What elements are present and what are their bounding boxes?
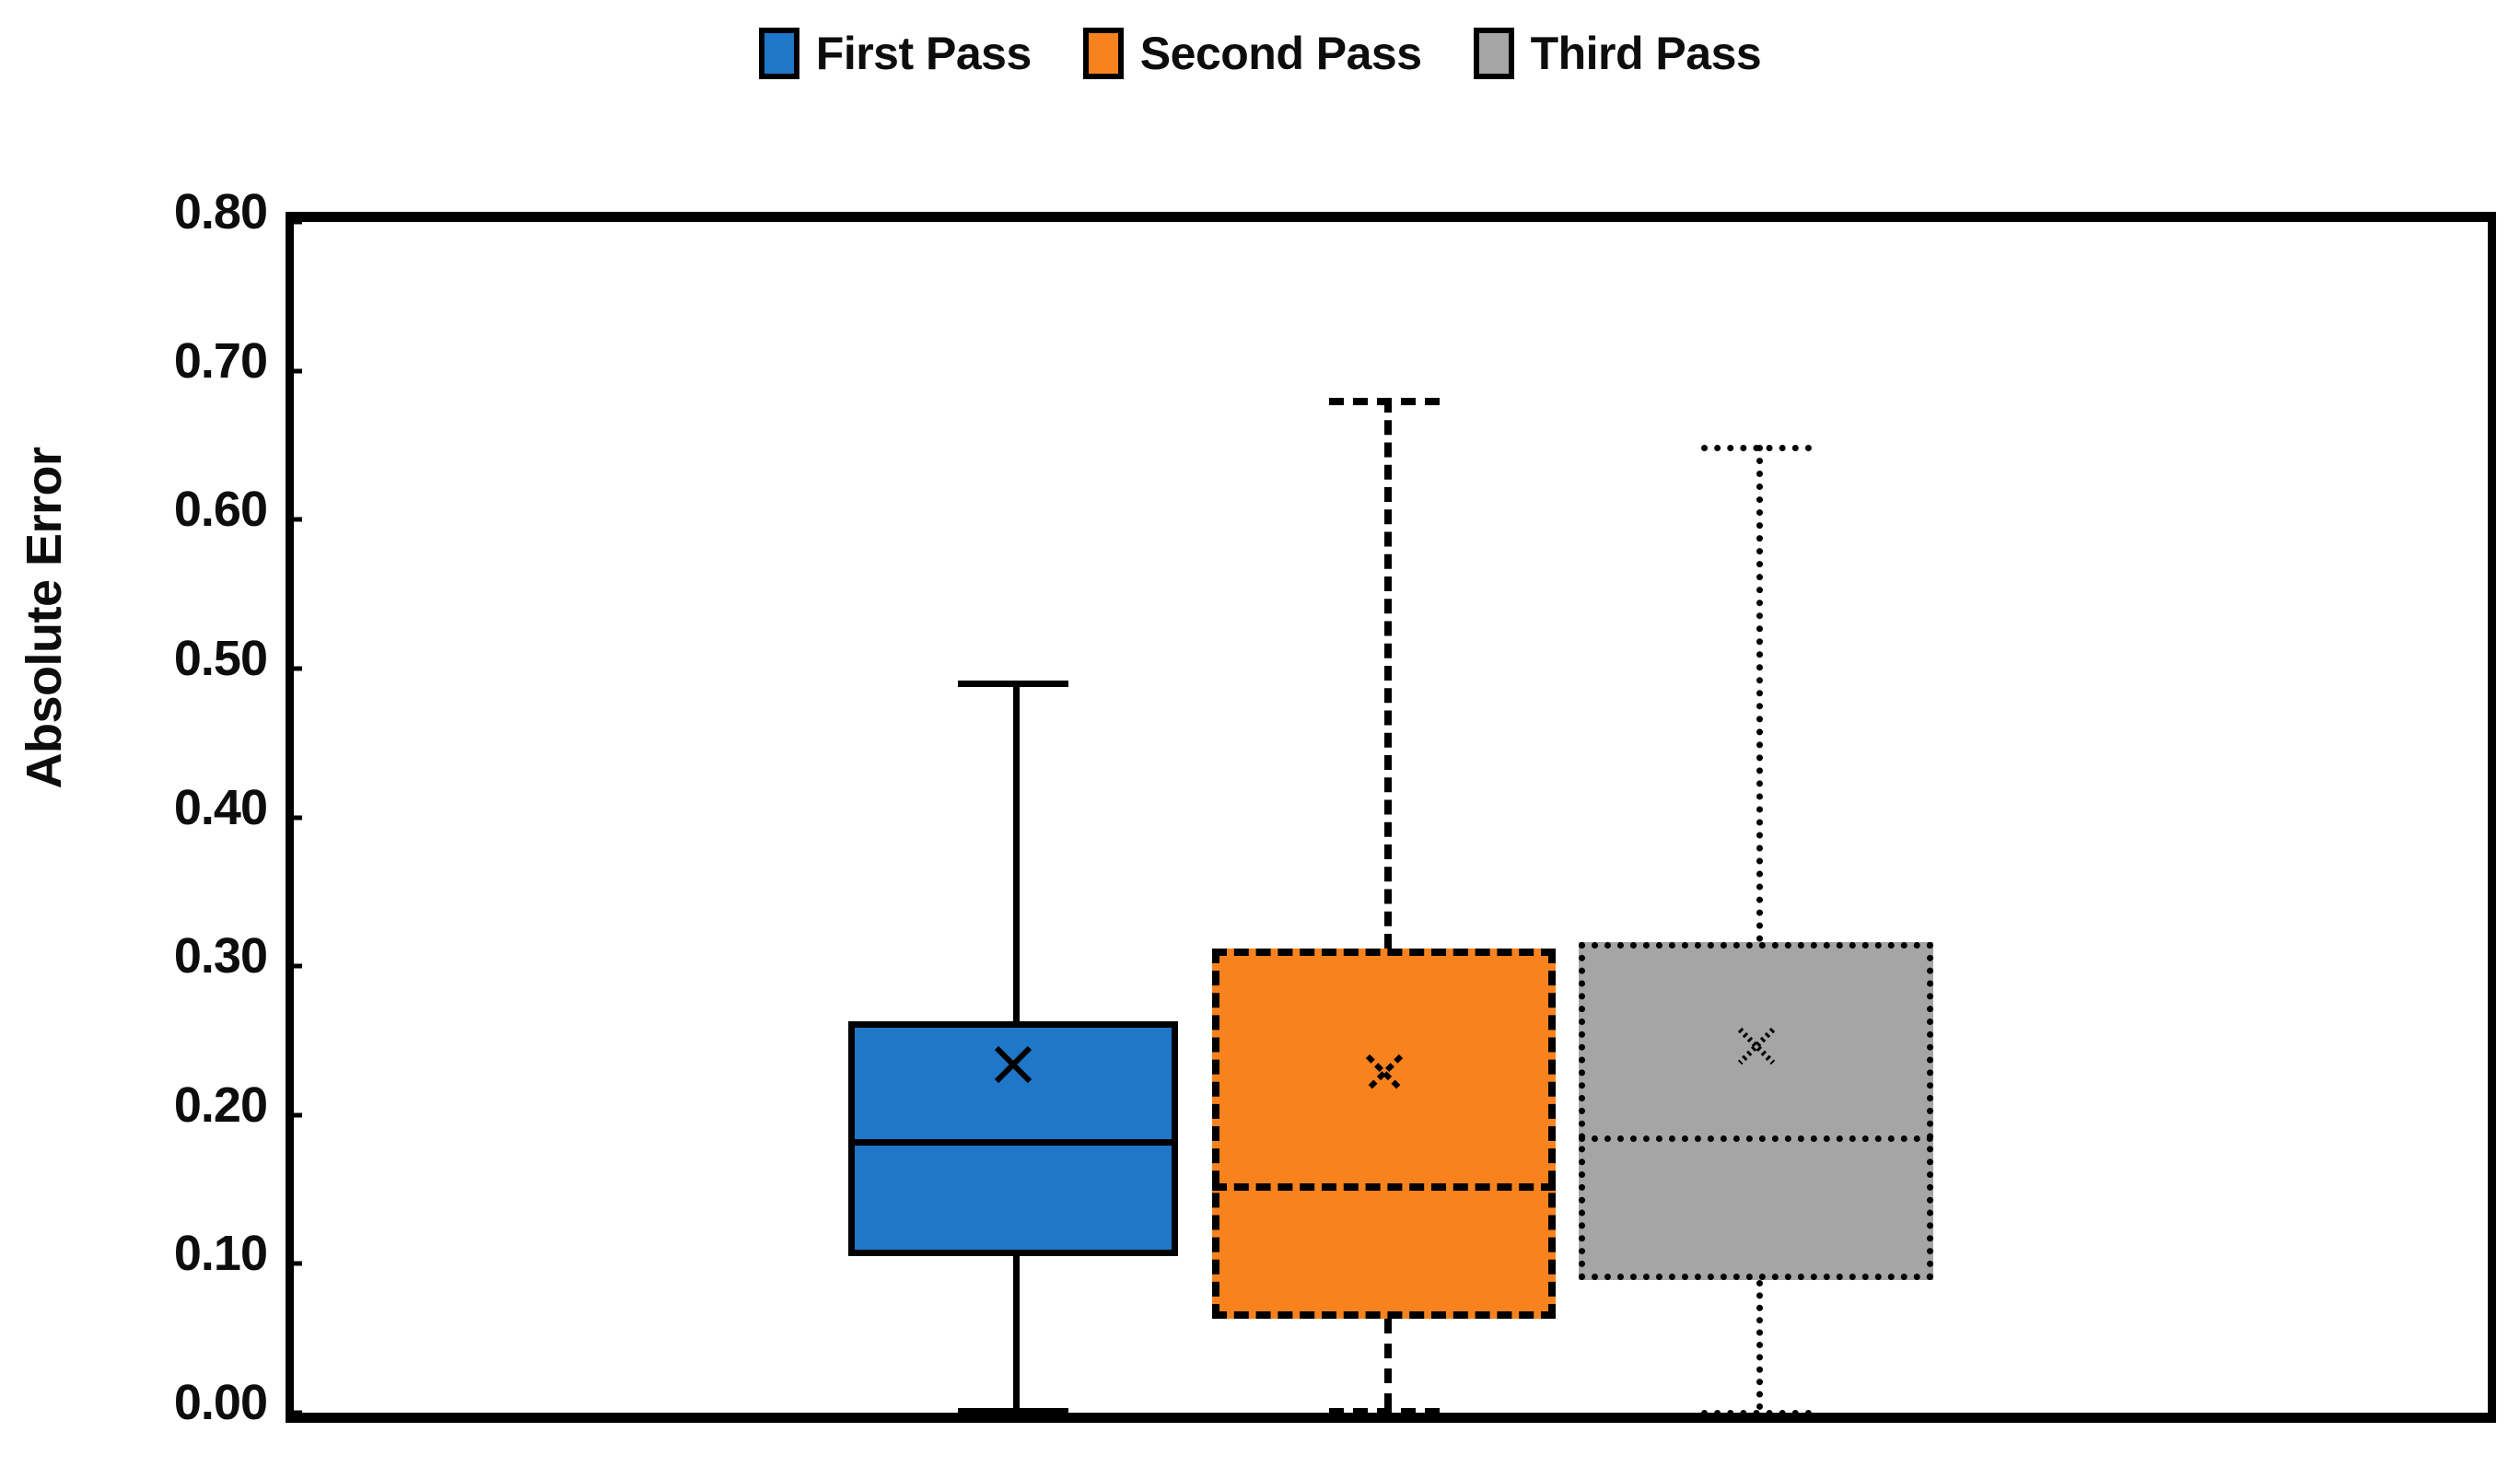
y-tick-label: 0.70 xyxy=(173,332,268,389)
y-axis-title: Absolute Error xyxy=(17,447,72,789)
y-tick-mark xyxy=(286,1410,302,1415)
y-tick-label: 0.40 xyxy=(173,779,268,835)
legend-swatch-second-pass xyxy=(1082,28,1124,79)
y-tick-mark xyxy=(286,219,302,225)
y-tick-label: 0.60 xyxy=(173,482,268,538)
mean-marker-x-icon xyxy=(992,1043,1034,1086)
y-tick-label: 0.00 xyxy=(173,1375,268,1430)
y-axis-tick-labels: 0.80 0.70 0.60 0.50 0.40 0.30 0.20 0.10 0.00 xyxy=(83,0,268,1467)
box-plot-third-pass[interactable] xyxy=(1579,222,1933,1416)
y-tick-label: 0.10 xyxy=(173,1226,268,1282)
legend-label-first-pass: First Pass xyxy=(815,28,1032,79)
whisker-lower-line xyxy=(1383,1319,1392,1409)
whisker-upper-cap xyxy=(1700,445,1812,452)
box-iqr[interactable] xyxy=(1212,948,1556,1320)
whisker-lower-line xyxy=(1756,1280,1763,1410)
mean-marker-x-icon xyxy=(1363,1052,1406,1094)
median-line xyxy=(848,1138,1178,1146)
y-tick-mark xyxy=(286,1261,302,1266)
legend-label-second-pass: Second Pass xyxy=(1139,28,1422,79)
whisker-lower-cap xyxy=(1328,1408,1440,1416)
legend-swatch-first-pass xyxy=(758,28,799,79)
y-tick-label: 0.50 xyxy=(173,630,268,686)
median-line xyxy=(1212,1183,1556,1192)
whisker-upper-cap xyxy=(1328,397,1440,405)
whisker-lower-line xyxy=(1013,1256,1020,1409)
box-iqr[interactable] xyxy=(848,1020,1178,1257)
legend-label-third-pass: Third Pass xyxy=(1530,28,1762,79)
legend-swatch-third-pass xyxy=(1473,28,1514,79)
y-tick-label: 0.20 xyxy=(173,1077,268,1133)
whisker-lower-cap xyxy=(958,1408,1068,1415)
median-line xyxy=(1579,1135,1933,1143)
whisker-upper-cap xyxy=(958,680,1068,687)
y-tick-mark xyxy=(286,368,302,374)
y-tick-mark xyxy=(286,963,302,969)
y-tick-mark xyxy=(286,517,302,522)
y-tick-mark xyxy=(286,666,302,671)
legend-item-second-pass: Second Pass xyxy=(1082,27,1422,80)
mean-marker-x-icon xyxy=(1735,1025,1778,1067)
legend-item-first-pass: First Pass xyxy=(758,27,1032,80)
y-tick-mark xyxy=(286,1112,302,1118)
box-plot-second-pass[interactable] xyxy=(1212,222,1556,1416)
whisker-lower-cap xyxy=(1700,1409,1812,1416)
box-iqr[interactable] xyxy=(1579,942,1933,1281)
box-plot-first-pass[interactable] xyxy=(848,222,1178,1415)
whisker-upper-line xyxy=(1383,397,1392,949)
y-tick-mark xyxy=(286,815,302,820)
whisker-upper-line xyxy=(1013,680,1020,1021)
whisker-upper-line xyxy=(1756,445,1763,943)
y-tick-label: 0.30 xyxy=(173,928,268,984)
legend-item-third-pass: Third Pass xyxy=(1473,27,1762,80)
plot-area xyxy=(286,212,2496,1423)
plot-inner xyxy=(286,219,2488,1416)
y-tick-label: 0.80 xyxy=(173,184,268,239)
chart-legend: First Pass Second Pass Third Pass xyxy=(0,7,2520,99)
